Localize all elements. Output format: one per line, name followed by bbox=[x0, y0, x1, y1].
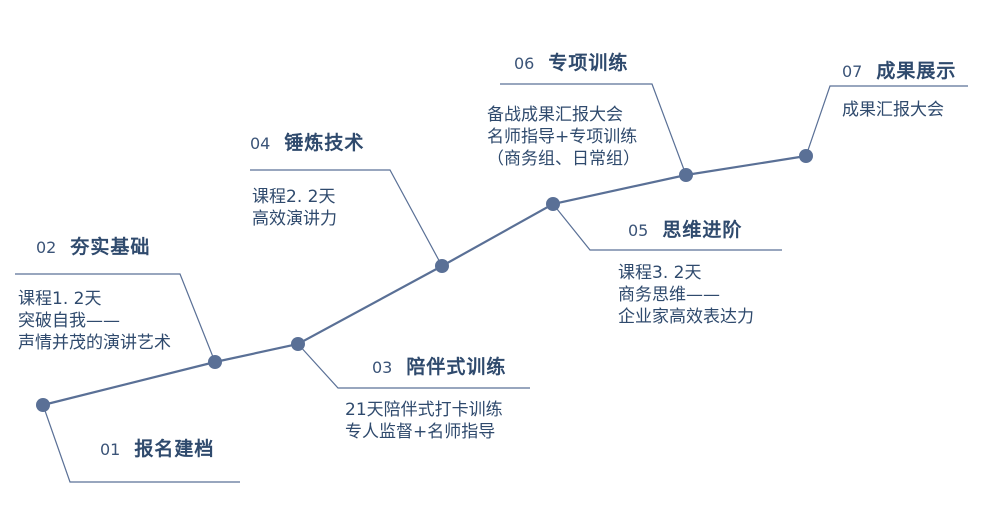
step-desc-line: 课程3. 2天 bbox=[618, 263, 702, 283]
step-desc-line: 声情并茂的演讲艺术 bbox=[18, 333, 171, 353]
leader-line-03 bbox=[297, 343, 530, 389]
step-desc-line: 商务思维—— bbox=[618, 285, 720, 305]
step-desc-line: 名师指导+专项训练 bbox=[487, 127, 638, 147]
leader-line-01 bbox=[42, 404, 240, 483]
step-title: 夯实基础 bbox=[70, 236, 151, 258]
step-03-description: 21天陪伴式打卡训练 专人监督+名师指导 bbox=[345, 399, 503, 443]
step-03-heading: 03 陪伴式训练 bbox=[372, 352, 506, 379]
step-number: 05 bbox=[628, 221, 649, 240]
step-desc-line: 21天陪伴式打卡训练 bbox=[345, 400, 503, 420]
step-desc-line: 专人监督+名师指导 bbox=[345, 422, 496, 442]
step-05-description: 课程3. 2天 商务思维—— 企业家高效表达力 bbox=[618, 262, 754, 328]
step-title: 锤炼技术 bbox=[284, 132, 365, 154]
step-number: 03 bbox=[372, 358, 393, 377]
step-number: 02 bbox=[36, 238, 57, 257]
timeline-dot-05 bbox=[546, 197, 560, 211]
timeline-dot-06 bbox=[679, 168, 693, 182]
step-title: 思维进阶 bbox=[662, 219, 743, 241]
step-desc-line: 企业家高效表达力 bbox=[618, 307, 754, 327]
step-02-heading: 02 夯实基础 bbox=[36, 232, 150, 259]
step-02-description: 课程1. 2天 突破自我—— 声情并茂的演讲艺术 bbox=[18, 288, 171, 354]
timeline-dot-04 bbox=[435, 259, 449, 273]
step-desc-line: 课程1. 2天 bbox=[18, 289, 102, 309]
step-desc-line: 突破自我—— bbox=[18, 311, 120, 331]
leader-line-07 bbox=[805, 85, 968, 157]
step-number: 07 bbox=[842, 62, 863, 81]
step-01-heading: 01 报名建档 bbox=[100, 434, 214, 461]
timeline-dot-02 bbox=[208, 355, 222, 369]
step-06-heading: 06 专项训练 bbox=[514, 48, 628, 75]
step-desc-line: 成果汇报大会 bbox=[842, 100, 944, 120]
leader-line-06 bbox=[500, 83, 687, 176]
step-desc-line: 备战成果汇报大会 bbox=[487, 105, 623, 125]
step-number: 01 bbox=[100, 440, 121, 459]
step-number: 04 bbox=[250, 134, 271, 153]
step-title: 报名建档 bbox=[134, 438, 215, 460]
step-07-description: 成果汇报大会 bbox=[842, 99, 944, 121]
step-title: 陪伴式训练 bbox=[406, 356, 507, 378]
timeline-dot-01 bbox=[36, 398, 50, 412]
leader-line-05 bbox=[552, 203, 782, 251]
step-desc-line: 课程2. 2天 bbox=[252, 187, 336, 207]
timeline-dot-03 bbox=[291, 337, 305, 351]
step-title: 成果展示 bbox=[876, 60, 957, 82]
leader-line-04 bbox=[250, 169, 443, 267]
step-desc-line: （商务组、日常组） bbox=[487, 149, 640, 169]
step-07-heading: 07 成果展示 bbox=[842, 56, 956, 83]
step-desc-line: 高效演讲力 bbox=[252, 209, 337, 229]
step-04-description: 课程2. 2天 高效演讲力 bbox=[252, 186, 337, 230]
step-05-heading: 05 思维进阶 bbox=[628, 215, 742, 242]
step-06-description: 备战成果汇报大会 名师指导+专项训练 （商务组、日常组） bbox=[487, 104, 640, 170]
step-04-heading: 04 锤炼技术 bbox=[250, 128, 364, 155]
leader-line-02 bbox=[15, 273, 216, 363]
step-number: 06 bbox=[514, 54, 535, 73]
step-title: 专项训练 bbox=[548, 52, 629, 74]
timeline-dot-07 bbox=[799, 149, 813, 163]
